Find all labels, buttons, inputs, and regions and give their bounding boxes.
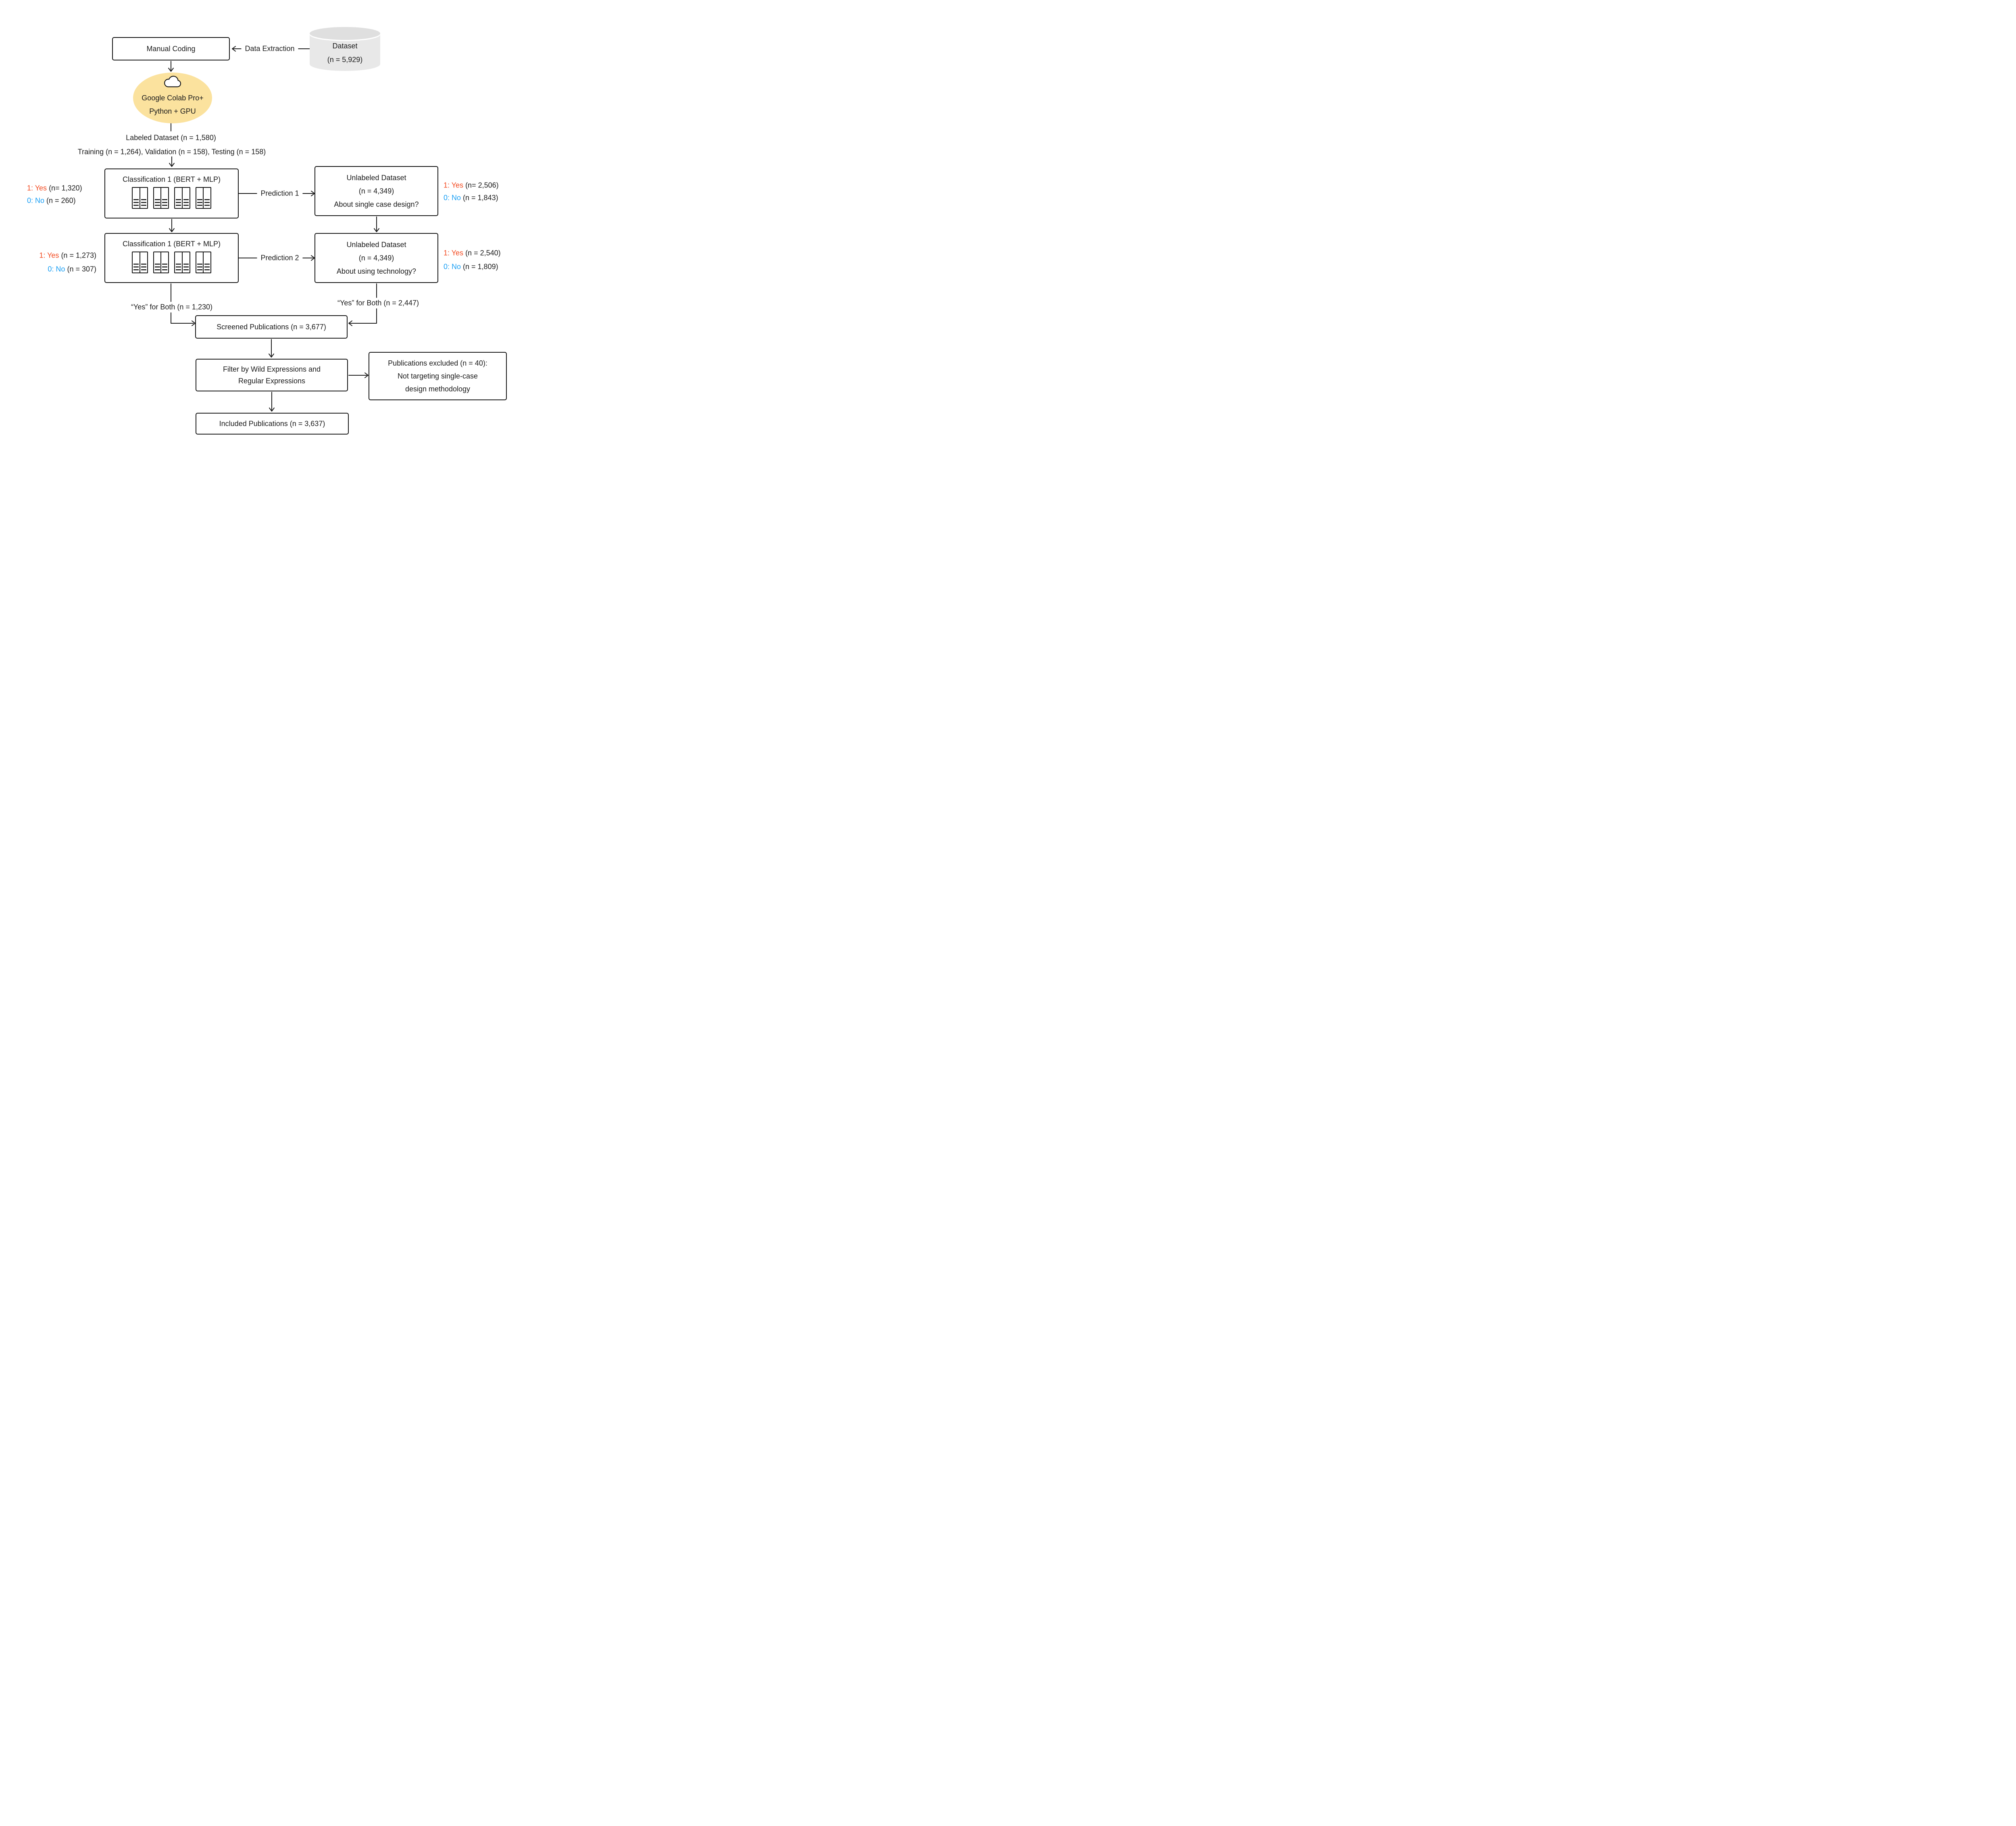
yes-count: (n = 2,540)	[465, 249, 501, 257]
row2-left-yes-label: 1: Yes(n = 1,273)	[39, 252, 96, 260]
classification-1-box: Classification 1 (BERT + MLP)	[104, 168, 239, 218]
cloud-icon	[164, 76, 181, 87]
classification-2-box: Classification 1 (BERT + MLP)	[104, 233, 239, 283]
prediction-1-label: Prediction 1	[257, 189, 303, 198]
database-cylinder-icon: Dataset (n = 5,929)	[310, 27, 380, 71]
unlabeled1-line2: (n = 4,349)	[358, 187, 394, 195]
screened-publications-label: Screened Publications (n = 3,677)	[217, 322, 326, 331]
row1-right-yes-label: 1: Yes(n= 2,506)	[444, 181, 499, 190]
documents-icon	[132, 252, 211, 273]
yes-for-both-right-label: “Yes” for Both (n = 2,447)	[337, 299, 419, 307]
no-count: (n = 307)	[67, 265, 96, 273]
row1-left-no-label: 0: No(n = 260)	[27, 197, 76, 205]
unlabeled1-line1: Unlabeled Dataset	[346, 173, 406, 182]
classification-2-title: Classification 1 (BERT + MLP)	[123, 240, 221, 248]
classification-1-title: Classification 1 (BERT + MLP)	[123, 175, 221, 183]
row2-right-no-label: 0: No(n = 1,809)	[444, 263, 498, 271]
google-colab-node: Google Colab Pro+ Python + GPU	[133, 73, 212, 123]
excluded-line3: design methodology	[405, 385, 471, 393]
no-code: 0: No	[444, 193, 461, 202]
documents-icon	[132, 187, 211, 209]
excluded-line1: Publications excluded (n = 40):	[388, 359, 487, 367]
unlabeled1-line3: About single case design?	[334, 200, 419, 208]
row1-right-no-label: 0: No(n = 1,843)	[444, 194, 498, 202]
row2-left-no-label: 0: No(n = 307)	[48, 265, 96, 274]
unlabeled-dataset-1-box: Unlabeled Dataset (n = 4,349) About sing…	[314, 166, 438, 216]
yes-code: 1: Yes	[444, 249, 464, 257]
screened-publications-box: Screened Publications (n = 3,677)	[195, 315, 348, 339]
no-count: (n = 1,809)	[463, 262, 498, 271]
dataset-count: (n = 5,929)	[327, 56, 363, 64]
yes-count: (n= 2,506)	[465, 181, 499, 189]
unlabeled2-line2: (n = 4,349)	[358, 254, 394, 262]
flowchart-canvas: Manual Coding Data Extraction Dataset (n…	[0, 0, 539, 457]
yes-code: 1: Yes	[444, 181, 464, 189]
included-publications-box: Included Publications (n = 3,637)	[196, 413, 349, 435]
yes-code: 1: Yes	[39, 251, 59, 260]
cylinder-top-ellipse	[310, 27, 380, 40]
included-publications-label: Included Publications (n = 3,637)	[219, 419, 325, 428]
unlabeled-dataset-2-box: Unlabeled Dataset (n = 4,349) About usin…	[314, 233, 438, 283]
yes-count: (n= 1,320)	[49, 184, 82, 192]
yes-for-both-left-label: “Yes” for Both (n = 1,230)	[131, 303, 212, 311]
unlabeled2-line3: About using technology?	[336, 267, 417, 275]
train-val-test-label: Training (n = 1,264), Validation (n = 15…	[77, 148, 266, 156]
no-count: (n = 260)	[46, 196, 76, 205]
prediction-2-label: Prediction 2	[257, 254, 303, 262]
data-extraction-label: Data Extraction	[241, 44, 298, 53]
colab-line2: Python + GPU	[149, 107, 196, 115]
dataset-title: Dataset	[332, 42, 358, 50]
filter-line2: Regular Expressions	[238, 376, 306, 385]
no-code: 0: No	[27, 196, 45, 205]
excluded-line2: Not targeting single-case	[397, 372, 478, 380]
no-count: (n = 1,843)	[463, 193, 498, 202]
filter-expressions-box: Filter by Wild Expressions and Regular E…	[196, 359, 348, 391]
labeled-dataset-label: Labeled Dataset (n = 1,580)	[126, 133, 216, 142]
publications-excluded-box: Publications excluded (n = 40): Not targ…	[369, 352, 507, 400]
filter-line1: Filter by Wild Expressions and	[223, 365, 321, 373]
no-code: 0: No	[48, 265, 65, 273]
no-code: 0: No	[444, 262, 461, 271]
manual-coding-label: Manual Coding	[146, 44, 196, 53]
row1-left-yes-label: 1: Yes(n= 1,320)	[27, 184, 82, 193]
yes-code: 1: Yes	[27, 184, 47, 192]
yes-count: (n = 1,273)	[61, 251, 96, 260]
row2-right-yes-label: 1: Yes(n = 2,540)	[444, 249, 501, 258]
unlabeled2-line1: Unlabeled Dataset	[346, 240, 406, 249]
colab-line1: Google Colab Pro+	[142, 94, 204, 102]
manual-coding-box: Manual Coding	[112, 37, 230, 60]
